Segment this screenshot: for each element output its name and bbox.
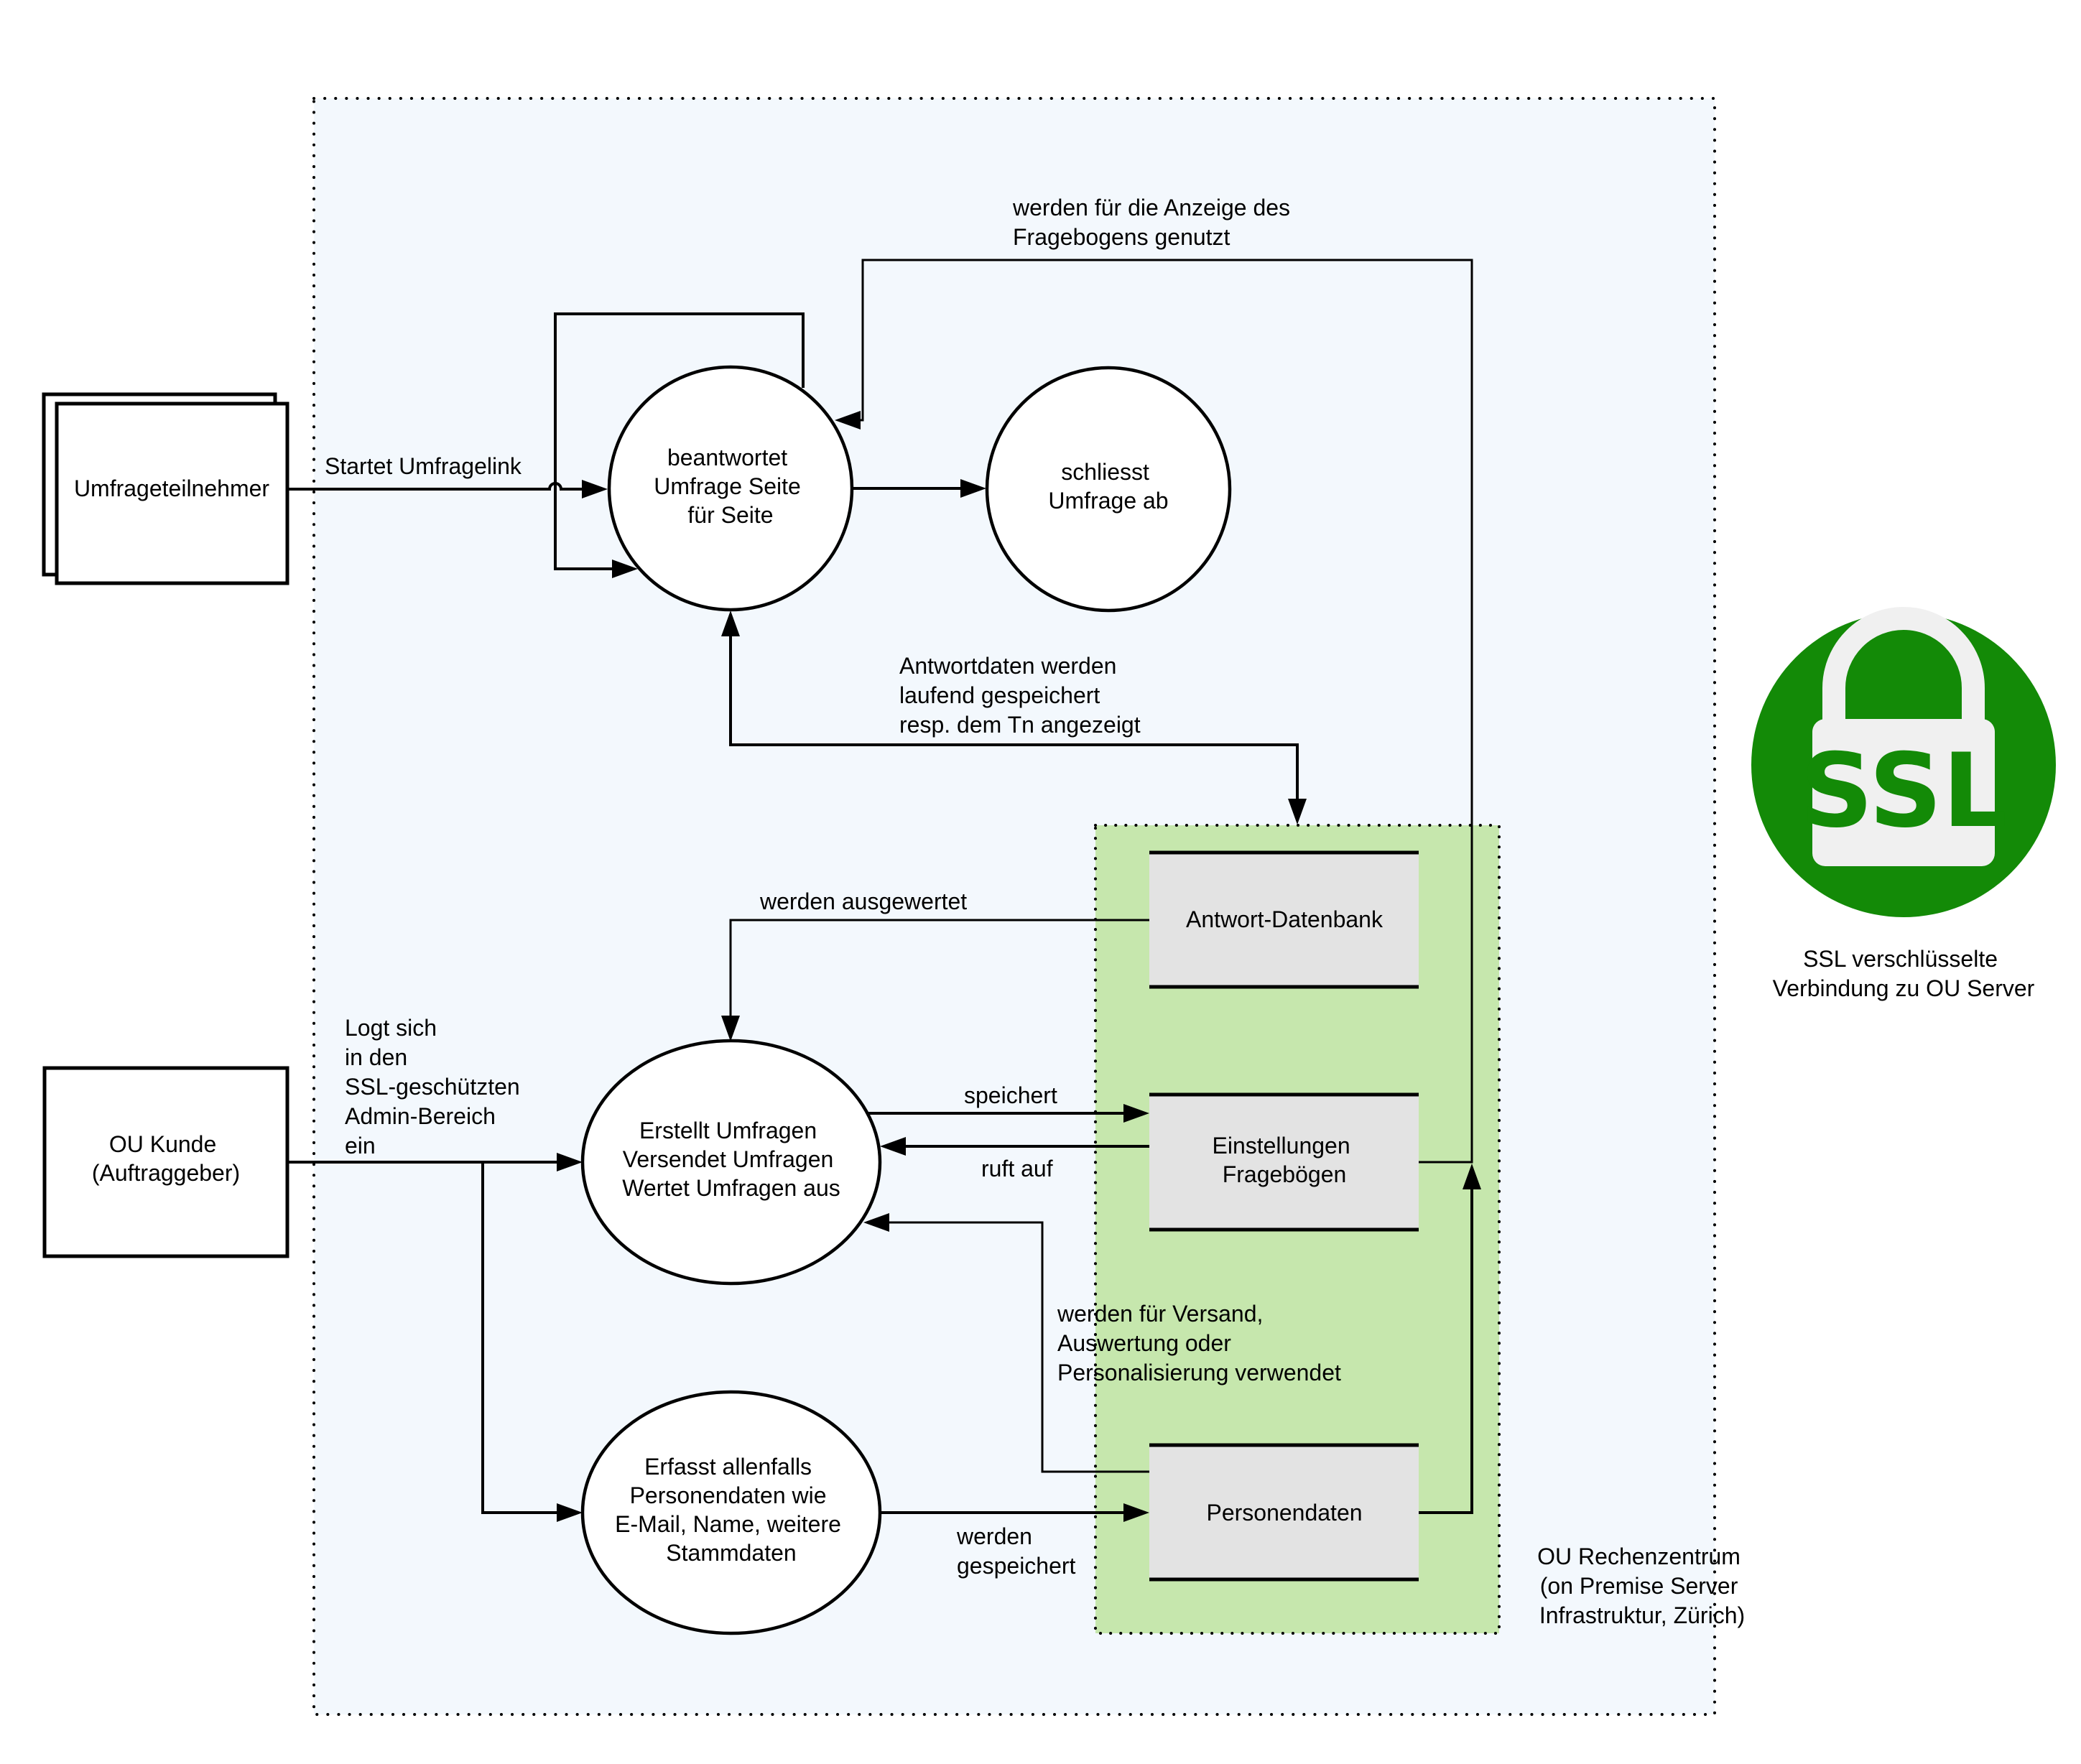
process-capture-label: Erfasst allenfalls Personendaten wie E-M… xyxy=(615,1454,848,1566)
arrowhead xyxy=(835,411,861,430)
entity-customer[interactable]: OU Kunde (Auftraggeber) xyxy=(42,1066,289,1258)
label-used-for: werden für Versand, Auswertung oder Pers… xyxy=(1057,1301,1341,1385)
store-settings-label: Einstellungen Fragebögen xyxy=(1212,1133,1356,1187)
process-answer-label: beantwortet Umfrage Seite für Seite xyxy=(654,445,807,528)
lock-body xyxy=(1812,719,1995,866)
store-persons[interactable]: Personendaten xyxy=(1149,1443,1419,1582)
store-answers-db-body xyxy=(1149,853,1419,987)
arrowhead xyxy=(612,560,638,578)
label-evaluated: werden ausgewertet xyxy=(759,888,967,914)
label-stored: werden gespeichert xyxy=(956,1523,1076,1579)
label-login: Logt sich in den SSL-geschützten Admin-B… xyxy=(345,1015,527,1159)
arrowhead xyxy=(960,479,986,498)
arrowhead xyxy=(1123,1503,1149,1522)
arrowhead xyxy=(863,1213,889,1232)
process-capture-ellipse xyxy=(580,1390,882,1635)
process-admin-label: Erstellt Umfragen Versendet Umfragen Wer… xyxy=(622,1118,840,1201)
edge-used-for xyxy=(876,1221,1149,1473)
arrowhead xyxy=(1288,799,1307,825)
process-answer-circle xyxy=(607,365,854,612)
store-persons-body xyxy=(1149,1445,1419,1579)
entity-customer-label: OU Kunde (Auftraggeber) xyxy=(92,1131,240,1186)
edge-evaluated xyxy=(729,919,1149,1029)
process-admin-ellipse xyxy=(580,1039,882,1286)
arrowhead xyxy=(582,480,608,498)
process-close-label: schliesst Umfrage ab xyxy=(1048,459,1168,514)
ssl-caption: SSL verschlüsselte Verbindung zu OU Serv… xyxy=(1773,946,2035,1001)
arrowhead xyxy=(1123,1104,1149,1123)
process-admin[interactable]: Erstellt Umfragen Versendet Umfragen Wer… xyxy=(580,1039,882,1286)
arrowhead xyxy=(721,1016,740,1041)
edge-self-loop xyxy=(554,312,805,570)
arrowhead xyxy=(880,1137,906,1156)
store-settings-body xyxy=(1149,1095,1419,1230)
edge-persons-up xyxy=(1419,1178,1473,1514)
process-answer[interactable]: beantwortet Umfrage Seite für Seite xyxy=(607,365,854,612)
label-questionnaire-display: werden für die Anzeige des Fragebogens g… xyxy=(1012,195,1297,250)
label-saves: speichert xyxy=(964,1082,1057,1108)
arrowhead xyxy=(1463,1164,1481,1189)
arrowhead xyxy=(557,1153,583,1171)
store-answers-db[interactable]: Antwort-Datenbank xyxy=(1149,850,1419,989)
process-capture[interactable]: Erfasst allenfalls Personendaten wie E-M… xyxy=(580,1390,882,1635)
arrowhead xyxy=(721,611,740,636)
entity-participant[interactable]: Umfrageteilnehmer xyxy=(42,392,289,585)
edge-login-branch xyxy=(481,1162,570,1514)
store-answers-db-label: Antwort-Datenbank xyxy=(1186,906,1384,932)
arrowhead xyxy=(557,1503,583,1522)
ssl-badge-text: SSL xyxy=(1800,732,2008,850)
process-close-circle xyxy=(985,366,1232,613)
entity-participant-box xyxy=(55,401,289,585)
label-answers-saved: Antwortdaten werden laufend gespeichert … xyxy=(899,653,1141,738)
entity-participant-label: Umfrageteilnehmer xyxy=(74,475,269,501)
label-calls: ruft auf xyxy=(981,1156,1053,1182)
process-close[interactable]: schliesst Umfrage ab xyxy=(985,366,1232,613)
label-start-link: Startet Umfragelink xyxy=(325,453,522,479)
label-datacenter: OU Rechenzentrum (on Premise Server Infr… xyxy=(1537,1544,1747,1628)
trust-boundary xyxy=(312,97,1716,1716)
entity-customer-box xyxy=(42,1066,289,1258)
lock-shackle xyxy=(1822,607,1985,722)
ssl-lock-icon: SSL xyxy=(1751,607,2056,917)
store-settings[interactable]: Einstellungen Fragebögen xyxy=(1149,1092,1419,1232)
store-persons-label: Personendaten xyxy=(1206,1500,1362,1526)
edge-answers-saved xyxy=(729,622,1299,812)
